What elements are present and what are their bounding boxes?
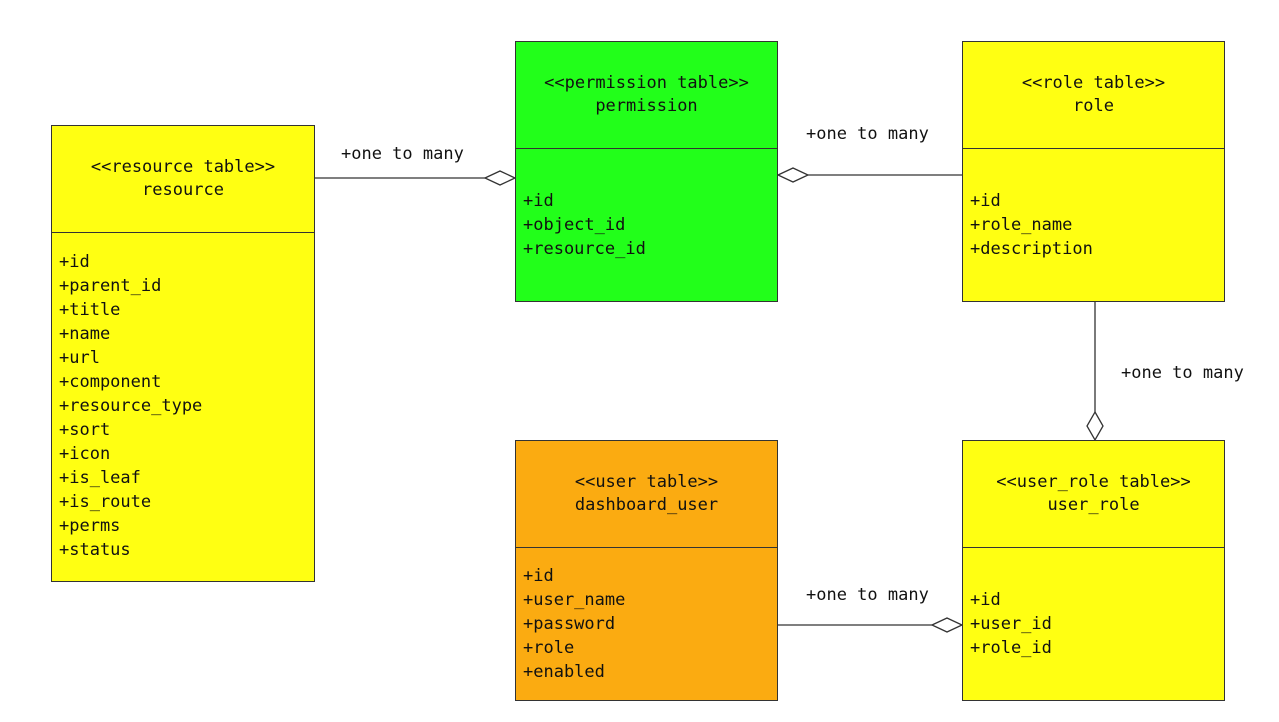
- assoc-label-role-user-role: +one to many: [1121, 363, 1244, 383]
- class-box-user-role: <<user_role table>> user_role +id +user_…: [962, 440, 1225, 701]
- class-box-resource: <<resource table>> resource +id +parent_…: [51, 125, 315, 582]
- class-name: role: [1073, 96, 1114, 116]
- attribute: +perms: [59, 516, 121, 536]
- class-header-user-role: <<user_role table>> user_role: [963, 441, 1224, 548]
- aggregation-diamond-user-role-top: [1086, 410, 1104, 442]
- class-header-resource: <<resource table>> resource: [52, 126, 314, 233]
- attribute: +component: [59, 372, 162, 392]
- class-stereotype: <<resource table>>: [90, 157, 276, 177]
- attribute: +resource_id: [523, 239, 646, 259]
- attribute: +is_route: [59, 492, 152, 512]
- class-name: dashboard_user: [574, 495, 719, 515]
- attribute: +name: [59, 324, 111, 344]
- attribute: +id: [59, 252, 90, 272]
- attribute-list-dashboard-user: +id +user_name +password +role +enabled: [516, 548, 777, 700]
- class-stereotype: <<user table>>: [574, 472, 719, 492]
- class-stereotype: <<user_role table>>: [996, 472, 1191, 492]
- class-name: resource: [142, 180, 224, 200]
- class-box-permission: <<permission table>> permission +id +obj…: [515, 41, 778, 302]
- attribute: +url: [59, 348, 100, 368]
- attribute: +object_id: [523, 215, 626, 235]
- attribute: +status: [59, 540, 131, 560]
- attribute: +user_name: [523, 590, 626, 610]
- class-header-permission: <<permission table>> permission: [516, 42, 777, 149]
- assoc-label-user-user-role: +one to many: [806, 585, 929, 605]
- class-stereotype: <<permission table>>: [544, 73, 749, 93]
- attribute: +is_leaf: [59, 468, 141, 488]
- attribute: +id: [523, 191, 554, 211]
- attribute-list-resource: +id +parent_id +title +name +url +compon…: [52, 233, 314, 581]
- class-name: permission: [595, 96, 698, 116]
- aggregation-diamond-permission-left: [483, 170, 517, 186]
- attribute: +password: [523, 614, 616, 634]
- attribute: +role_id: [970, 638, 1052, 658]
- attribute: +enabled: [523, 662, 605, 682]
- class-header-role: <<role table>> role: [963, 42, 1224, 149]
- attribute-list-permission: +id +object_id +resource_id: [516, 149, 777, 301]
- attribute: +icon: [59, 444, 111, 464]
- attribute: +id: [970, 590, 1001, 610]
- attribute: +id: [970, 191, 1001, 211]
- attribute: +parent_id: [59, 276, 162, 296]
- attribute: +role: [523, 638, 575, 658]
- class-box-dashboard-user: <<user table>> dashboard_user +id +user_…: [515, 440, 778, 701]
- class-name: user_role: [1047, 495, 1140, 515]
- attribute: +title: [59, 300, 121, 320]
- attribute-list-user-role: +id +user_id +role_id: [963, 548, 1224, 700]
- attribute: +resource_type: [59, 396, 203, 416]
- class-stereotype: <<role table>>: [1021, 73, 1166, 93]
- attribute: +description: [970, 239, 1093, 259]
- attribute: +user_id: [970, 614, 1052, 634]
- aggregation-diamond-permission-right: [776, 167, 810, 183]
- attribute: +role_name: [970, 215, 1073, 235]
- class-box-role: <<role table>> role +id +role_name +desc…: [962, 41, 1225, 302]
- aggregation-diamond-user-role-left: [930, 617, 964, 633]
- class-header-dashboard-user: <<user table>> dashboard_user: [516, 441, 777, 548]
- attribute: +id: [523, 566, 554, 586]
- attribute: +sort: [59, 420, 111, 440]
- attribute-list-role: +id +role_name +description: [963, 149, 1224, 301]
- assoc-label-role-permission: +one to many: [806, 124, 929, 144]
- assoc-label-resource-permission: +one to many: [341, 144, 464, 164]
